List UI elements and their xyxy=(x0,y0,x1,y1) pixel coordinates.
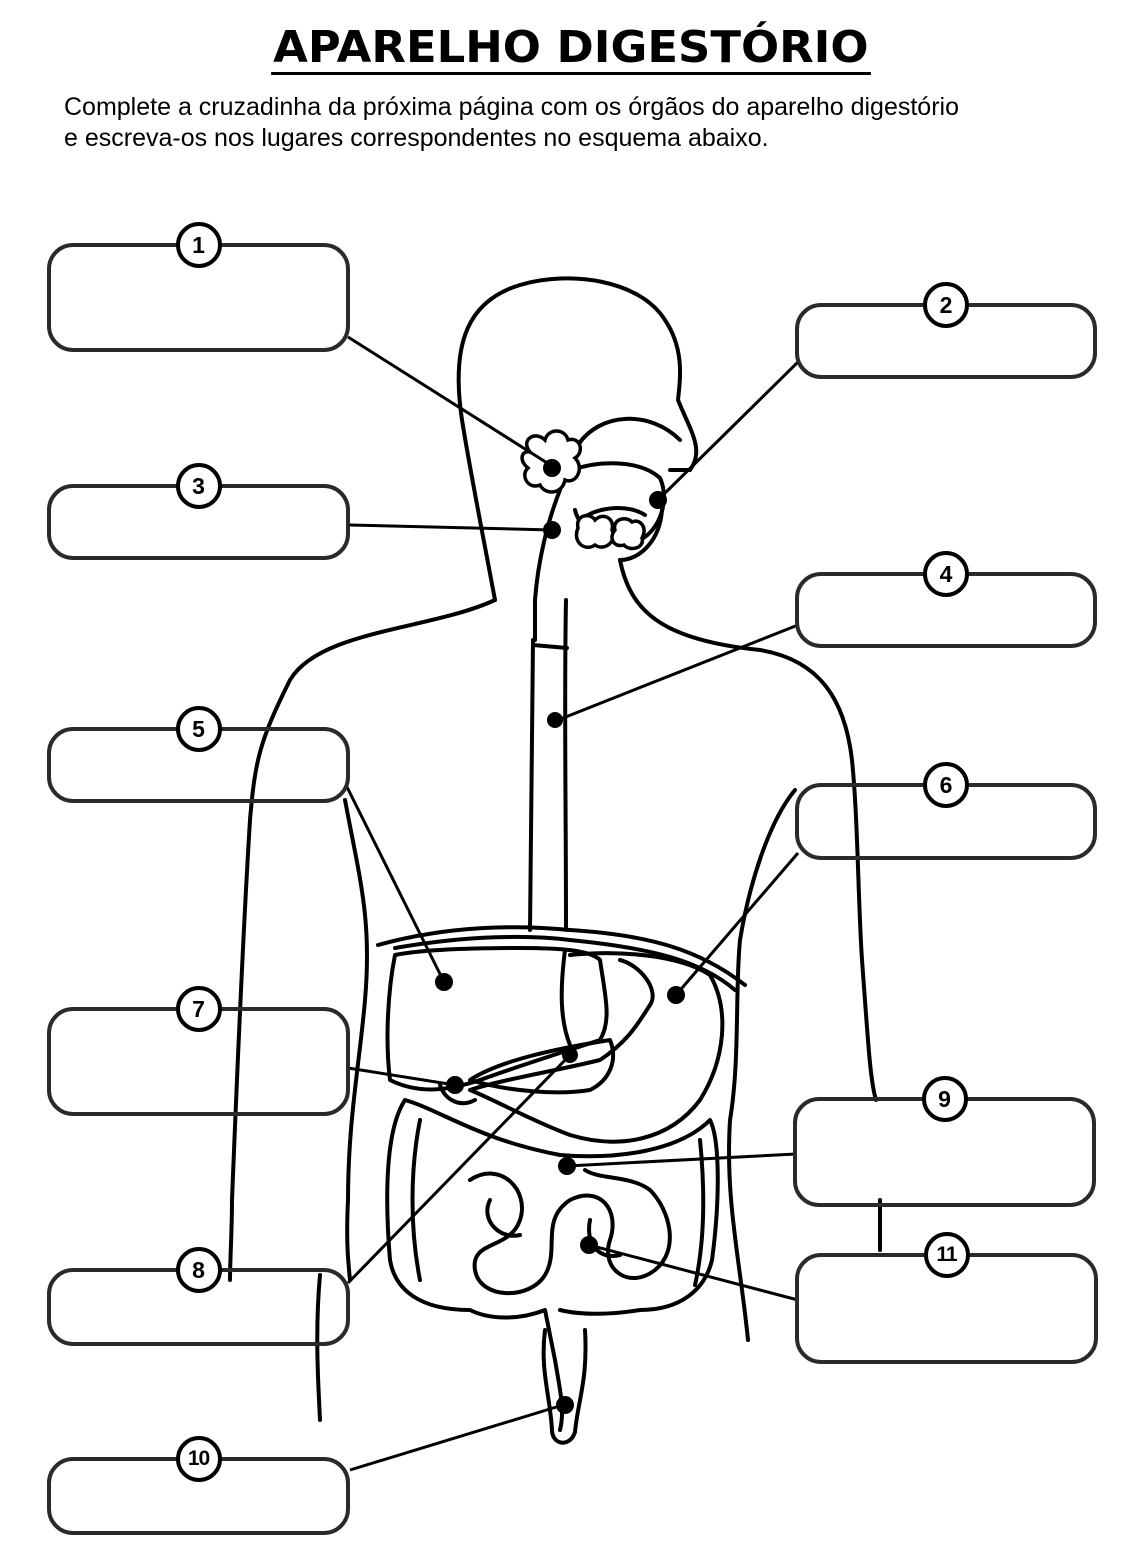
instructions-line-1: Complete a cruzadinha da próxima página … xyxy=(64,93,959,121)
number-badge-4: 4 xyxy=(923,551,969,597)
stomach xyxy=(468,951,725,1144)
leader-line-11 xyxy=(588,1243,799,1302)
number-badge-11: 11 xyxy=(923,1232,970,1278)
pointer-dot-10 xyxy=(556,1396,574,1414)
body-outline-right-torso xyxy=(727,788,797,1342)
number-badge-5: 5 xyxy=(175,706,222,752)
pointer-dot-5 xyxy=(435,973,453,991)
leader-line-1 xyxy=(347,335,553,468)
large-intestine-inner xyxy=(410,1118,706,1287)
answer-box-1[interactable]: 1 xyxy=(47,222,350,352)
body-outline-right-shoulder xyxy=(618,558,878,1102)
gallbladder xyxy=(438,1083,477,1106)
answer-box-9[interactable]: 9 xyxy=(793,1076,1096,1207)
body-outline-left-shoulder xyxy=(228,598,497,1282)
leader-line-2 xyxy=(656,360,800,502)
answer-box-3[interactable]: 3 xyxy=(47,463,350,560)
number-badge-7: 7 xyxy=(175,986,222,1032)
large-intestine xyxy=(385,1098,720,1432)
leader-line-5 xyxy=(344,784,446,983)
answer-box-2[interactable]: 2 xyxy=(795,282,1097,379)
esophagus-left xyxy=(528,638,535,932)
answer-box-6[interactable]: 6 xyxy=(795,762,1097,860)
answer-box-11[interactable]: 11 xyxy=(795,1232,1098,1364)
pancreas xyxy=(468,1038,616,1095)
esophagus-ring xyxy=(531,643,569,650)
leader-line-4 xyxy=(552,623,799,724)
answer-box-10[interactable]: 10 xyxy=(47,1436,350,1535)
body-outline-face xyxy=(576,416,682,447)
pointer-dot-1 xyxy=(543,459,561,477)
number-badge-6: 6 xyxy=(923,762,969,808)
pharynx xyxy=(533,488,562,642)
answer-box-5[interactable]: 5 xyxy=(47,706,350,803)
leader-line-10 xyxy=(349,1403,564,1472)
pointer-dot-8 xyxy=(562,1047,578,1063)
sublingual-gland xyxy=(610,517,646,551)
esophagus-right xyxy=(563,598,568,932)
number-badge-8: 8 xyxy=(175,1247,222,1293)
pointer-dot-3 xyxy=(543,521,561,539)
rectum xyxy=(541,1328,588,1445)
page-title: APARELHO DIGESTÓRIO xyxy=(0,22,1141,75)
answer-box-4[interactable]: 4 xyxy=(795,551,1097,648)
body-outline-left-torso xyxy=(343,798,370,1282)
number-badge-2: 2 xyxy=(923,282,969,328)
pointer-dot-2 xyxy=(649,491,667,509)
instructions-line-2: e escreva-os nos lugares correspondentes… xyxy=(64,124,769,152)
pointer-dot-7 xyxy=(446,1076,464,1094)
leader-line-6 xyxy=(674,852,800,996)
answer-box-7[interactable]: 7 xyxy=(47,986,350,1116)
body-outline-head xyxy=(456,276,699,602)
leader-line-7 xyxy=(347,1066,456,1087)
number-badge-9: 9 xyxy=(921,1076,968,1122)
number-badge-10: 10 xyxy=(175,1436,222,1482)
instructions: Complete a cruzadinha da próxima página … xyxy=(64,92,1124,154)
submandibular-gland xyxy=(574,513,616,550)
answer-box-8[interactable]: 8 xyxy=(47,1247,350,1346)
pointer-dot-11 xyxy=(580,1236,598,1254)
pointer-dot-4 xyxy=(547,712,563,728)
leader-line-8 xyxy=(346,1053,572,1285)
leader-line-9 xyxy=(566,1152,797,1168)
page-title-text: APARELHO DIGESTÓRIO xyxy=(270,25,871,75)
pointer-dot-6 xyxy=(667,986,685,1004)
number-badge-3: 3 xyxy=(175,463,222,509)
number-badge-1: 1 xyxy=(175,222,222,268)
diaphragm xyxy=(376,925,747,987)
liver-divider xyxy=(559,948,572,1047)
pointer-dot-9 xyxy=(558,1157,576,1175)
leader-line-3 xyxy=(349,523,553,532)
